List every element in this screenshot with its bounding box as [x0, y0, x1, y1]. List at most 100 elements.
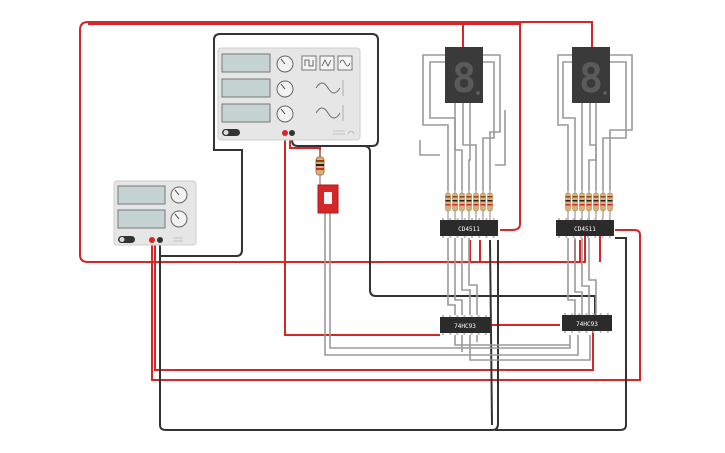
chip-pin[interactable]: [463, 236, 466, 238]
chip-pin[interactable]: [449, 236, 452, 238]
chip-pin[interactable]: [478, 218, 481, 220]
chip-pin[interactable]: [594, 218, 597, 220]
decoder-left-chip[interactable]: CD4511: [440, 220, 498, 236]
chip-pin[interactable]: [463, 218, 466, 220]
slide-switch[interactable]: [317, 184, 339, 214]
chip-pin[interactable]: [592, 331, 595, 333]
chip-pin[interactable]: [608, 236, 611, 238]
switch-slider[interactable]: [324, 192, 332, 204]
supply-negative-terminal[interactable]: [157, 237, 163, 243]
chip-pin[interactable]: [564, 313, 566, 315]
gray-wires[interactable]: [324, 54, 633, 361]
chip-pin[interactable]: [585, 331, 588, 333]
chip-pin[interactable]: [470, 315, 473, 317]
chip-pin[interactable]: [587, 236, 589, 238]
resistor[interactable]: [600, 192, 606, 212]
counter-right-chip[interactable]: 74HC93: [562, 315, 612, 331]
resistor[interactable]: [572, 192, 578, 212]
chip-pin[interactable]: [578, 331, 581, 333]
chip-pin[interactable]: [558, 236, 560, 238]
chip-pin[interactable]: [579, 218, 582, 220]
chip-pin[interactable]: [492, 218, 495, 220]
decoder-right-chip[interactable]: CD4511: [556, 220, 614, 236]
chip-pin[interactable]: [463, 333, 466, 335]
resistor-band: [565, 196, 571, 198]
chip-pin[interactable]: [599, 331, 602, 333]
resistor[interactable]: [473, 192, 479, 212]
chip-pin[interactable]: [470, 333, 473, 335]
chip-pin[interactable]: [471, 236, 473, 238]
resistor[interactable]: [480, 192, 486, 212]
chip-pin[interactable]: [477, 333, 480, 335]
black-wires[interactable]: [159, 33, 627, 431]
chip-pin[interactable]: [449, 333, 452, 335]
chip-pin[interactable]: [565, 236, 568, 238]
chip-pin[interactable]: [571, 331, 574, 333]
resistor-band: [607, 196, 613, 198]
chip-pin[interactable]: [485, 218, 488, 220]
resistor[interactable]: [565, 192, 571, 212]
chip-pin[interactable]: [442, 218, 444, 220]
chip-pin[interactable]: [442, 333, 444, 335]
chip-pin[interactable]: [463, 315, 466, 317]
resistor-array-right[interactable]: [565, 188, 613, 222]
generator-negative-terminal[interactable]: [289, 130, 295, 136]
triangle-wave-button[interactable]: [319, 55, 335, 71]
resistor-band: [487, 196, 493, 198]
resistor[interactable]: [607, 192, 613, 212]
resistor[interactable]: [466, 192, 472, 212]
chip-pin[interactable]: [564, 331, 566, 333]
resistor[interactable]: [487, 192, 493, 212]
chip-pin[interactable]: [606, 313, 609, 315]
chip-pin[interactable]: [456, 315, 459, 317]
chip-pin[interactable]: [492, 236, 495, 238]
chip-pin[interactable]: [442, 236, 444, 238]
chip-pin[interactable]: [449, 218, 452, 220]
resistor-band: [473, 196, 479, 198]
resistor[interactable]: [586, 192, 592, 212]
resistor[interactable]: [445, 192, 451, 212]
chip-pin[interactable]: [587, 218, 589, 220]
chip-pin[interactable]: [606, 331, 609, 333]
red-wires[interactable]: [79, 21, 641, 381]
chip-pin[interactable]: [608, 218, 611, 220]
chip-pin[interactable]: [592, 313, 595, 315]
chip-pin[interactable]: [579, 236, 582, 238]
chip-pin[interactable]: [477, 315, 480, 317]
chip-pin[interactable]: [471, 218, 473, 220]
chip-pin[interactable]: [456, 218, 459, 220]
resistor[interactable]: [593, 192, 599, 212]
chip-pin[interactable]: [601, 218, 604, 220]
resistor-band: [466, 196, 472, 198]
chip-pin[interactable]: [478, 236, 481, 238]
supply-positive-terminal[interactable]: [149, 237, 155, 243]
chip-pin[interactable]: [594, 236, 597, 238]
chip-pin[interactable]: [456, 236, 459, 238]
chip-pin[interactable]: [585, 313, 588, 315]
chip-pin[interactable]: [558, 218, 560, 220]
resistor[interactable]: [452, 192, 458, 212]
resistor-band: [593, 196, 599, 198]
chip-pin[interactable]: [449, 315, 452, 317]
chip-pin[interactable]: [484, 333, 487, 335]
chip-pin[interactable]: [484, 315, 487, 317]
chip-pin[interactable]: [442, 315, 444, 317]
chip-pin[interactable]: [565, 218, 568, 220]
chip-pin[interactable]: [578, 313, 581, 315]
chip-pin[interactable]: [572, 236, 575, 238]
resistor[interactable]: [579, 192, 585, 212]
generator-positive-terminal[interactable]: [282, 130, 288, 136]
function-generator[interactable]: [217, 47, 361, 141]
resistor-array-left[interactable]: [445, 188, 493, 222]
chip-pin[interactable]: [572, 218, 575, 220]
chip-pin[interactable]: [601, 236, 604, 238]
pulldown-resistor[interactable]: [315, 150, 325, 185]
chip-pin[interactable]: [485, 236, 488, 238]
chip-pin[interactable]: [571, 313, 574, 315]
power-supply[interactable]: [113, 180, 197, 246]
chip-pin[interactable]: [456, 333, 459, 335]
resistor[interactable]: [459, 192, 465, 212]
chip-pin[interactable]: [599, 313, 602, 315]
counter-left-chip[interactable]: 74HC93: [440, 317, 490, 333]
